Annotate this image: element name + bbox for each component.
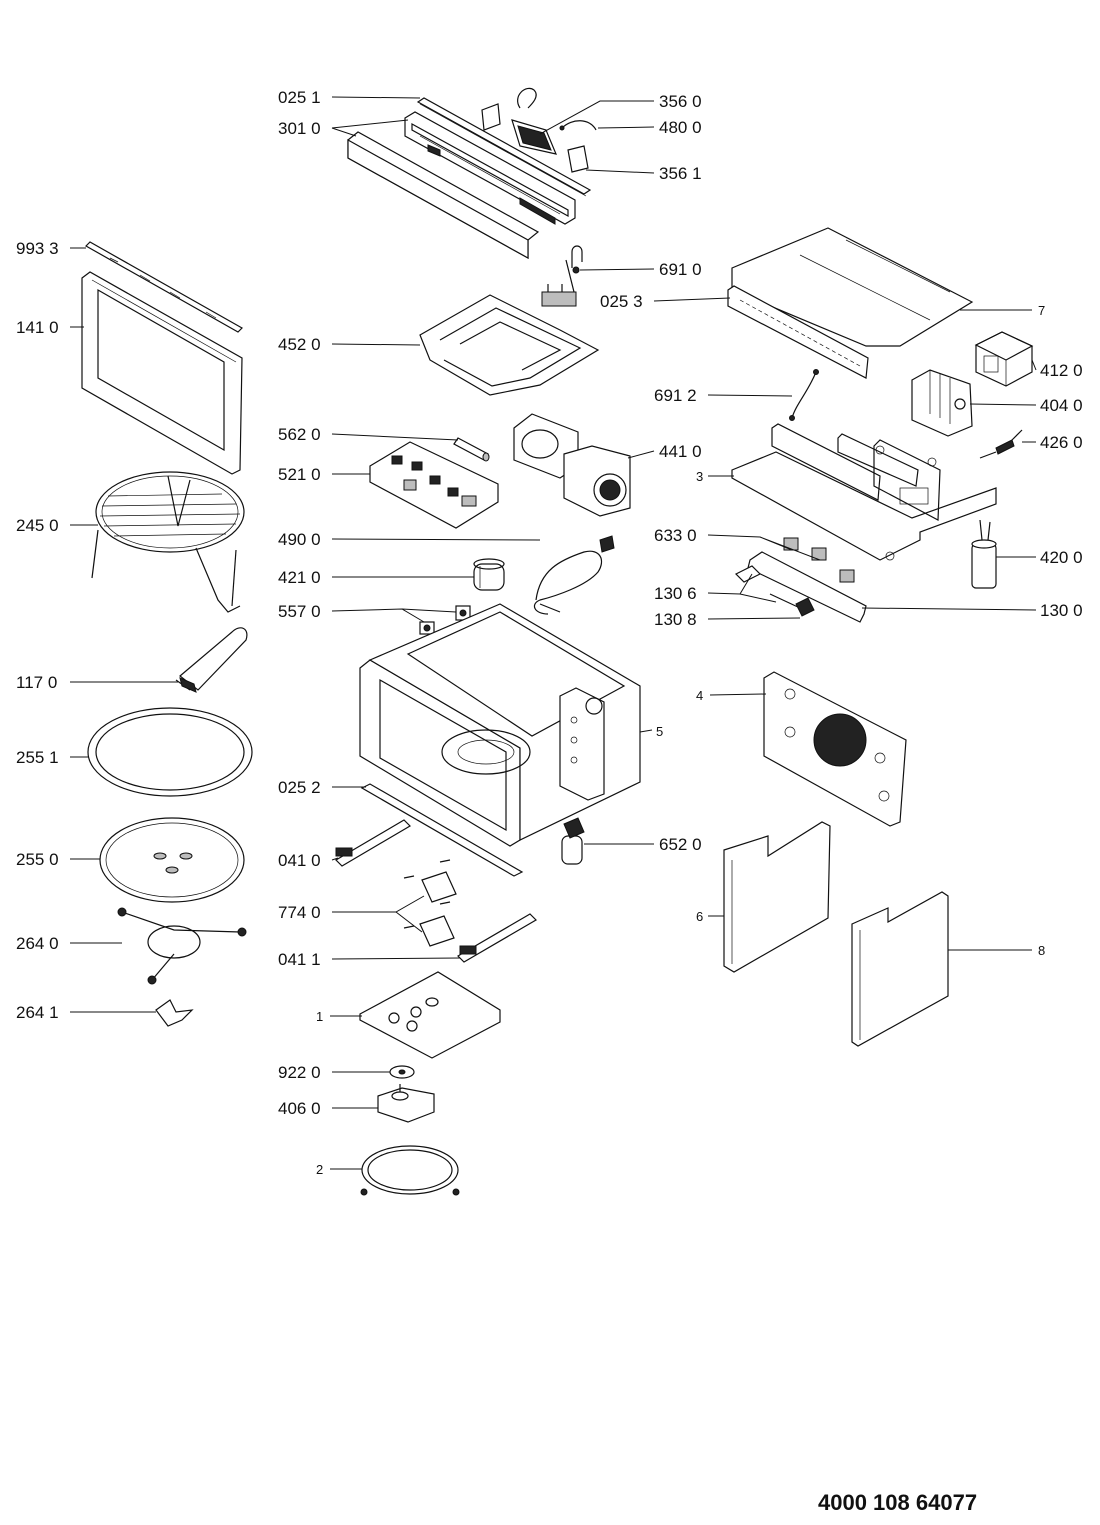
callout-441-0: 441 0	[659, 442, 702, 461]
side-panel-right-part	[851, 891, 949, 1047]
callout-404-0: 404 0	[1040, 396, 1083, 415]
callout-426-0: 426 0	[1040, 433, 1083, 452]
wire-rack-part	[91, 471, 245, 613]
callout-774-0: 774 0	[278, 903, 321, 922]
door-strip-part	[85, 241, 243, 333]
callout-025-3: 025 3	[600, 292, 643, 311]
callout-421-0: 421 0	[278, 568, 321, 587]
bracket-screws-part	[403, 859, 457, 947]
callout-356-0: 356 0	[659, 92, 702, 111]
slide-rail-right-part	[457, 913, 537, 963]
callout-8: 8	[1038, 943, 1045, 958]
callout-130-8: 130 8	[654, 610, 697, 629]
callout-452-0: 452 0	[278, 335, 321, 354]
callout-025-1: 025 1	[278, 88, 321, 107]
back-panel-part	[763, 671, 907, 827]
callout-labels: 025 1 301 0 356 0 480 0 356 1 993 3 141 …	[16, 88, 1083, 1177]
chassis-part	[731, 423, 997, 561]
thermal-cutout-part	[419, 605, 471, 635]
callout-633-0: 633 0	[654, 526, 697, 545]
lamp-part	[561, 817, 585, 865]
leader-lines	[70, 96, 1037, 1170]
callout-2: 2	[316, 1162, 323, 1177]
callout-993-3: 993 3	[16, 239, 59, 258]
grill-element-part	[419, 284, 600, 396]
callout-490-0: 490 0	[278, 530, 321, 549]
callout-652-0: 652 0	[659, 835, 702, 854]
control-panel-frame-part	[347, 111, 576, 260]
door-part	[81, 271, 243, 475]
bottom-trim-part	[360, 783, 524, 877]
callout-420-0: 420 0	[1040, 548, 1083, 567]
callout-521-0: 521 0	[278, 465, 321, 484]
callout-041-0: 041 0	[278, 851, 321, 870]
slide-rail-left-part	[335, 819, 411, 867]
bottom-plate-part	[359, 971, 501, 1059]
callout-4: 4	[696, 688, 703, 703]
side-panel-left-part	[723, 821, 831, 973]
callout-406-0: 406 0	[278, 1099, 321, 1118]
callout-041-1: 041 1	[278, 950, 321, 969]
handle-part	[175, 627, 248, 693]
transformer-part	[974, 331, 1034, 387]
callout-562-0: 562 0	[278, 425, 321, 444]
callout-255-1: 255 1	[16, 748, 59, 767]
callout-1: 1	[316, 1009, 323, 1024]
turntable-ring-part	[87, 707, 253, 797]
callout-3: 3	[696, 469, 703, 484]
capacitor-part	[971, 519, 997, 589]
callout-130-6: 130 6	[654, 584, 697, 603]
callout-255-0: 255 0	[16, 850, 59, 869]
callout-130-0: 130 0	[1040, 601, 1083, 620]
fan-motor-part	[513, 413, 631, 517]
control-board-part	[369, 441, 499, 529]
callout-5: 5	[656, 724, 663, 739]
callout-557-0: 557 0	[278, 602, 321, 621]
callout-117-0: 117 0	[16, 673, 57, 692]
callout-922-0: 922 0	[278, 1063, 321, 1082]
callout-691-0: 691 0	[659, 260, 702, 279]
top-trim-strip-part	[416, 97, 592, 197]
callout-6: 6	[696, 909, 703, 924]
turntable-motor-part	[377, 1084, 435, 1123]
diode-part	[979, 429, 1023, 459]
bottom-ring-part	[360, 1145, 460, 1196]
callout-412-0: 412 0	[1040, 361, 1083, 380]
callout-7: 7	[1038, 303, 1045, 318]
wire-691-2-part	[789, 369, 819, 421]
callout-264-0: 264 0	[16, 934, 59, 953]
top-cover-part	[727, 227, 974, 379]
washer-part	[389, 1065, 415, 1079]
roller-support-part	[117, 907, 247, 985]
motor-capacitor-part	[473, 558, 505, 591]
glass-plate-part	[99, 817, 245, 903]
callout-356-1: 356 1	[659, 164, 702, 183]
display-module-part	[481, 87, 597, 173]
document-number: 4000 108 64077	[818, 1490, 978, 1515]
callout-264-1: 264 1	[16, 1003, 59, 1022]
callout-301-0: 301 0	[278, 119, 321, 138]
callout-025-2: 025 2	[278, 778, 321, 797]
power-cord-part	[533, 535, 615, 615]
magnetron-part	[911, 369, 973, 437]
oven-cavity-part	[359, 603, 641, 847]
fuse-part	[453, 437, 490, 462]
switch-assembly-part	[734, 537, 867, 623]
coupler-part	[155, 999, 194, 1027]
callout-245-0: 245 0	[16, 516, 59, 535]
callout-480-0: 480 0	[659, 118, 702, 137]
callout-141-0: 141 0	[16, 318, 59, 337]
callout-691-2: 691 2	[654, 386, 697, 405]
